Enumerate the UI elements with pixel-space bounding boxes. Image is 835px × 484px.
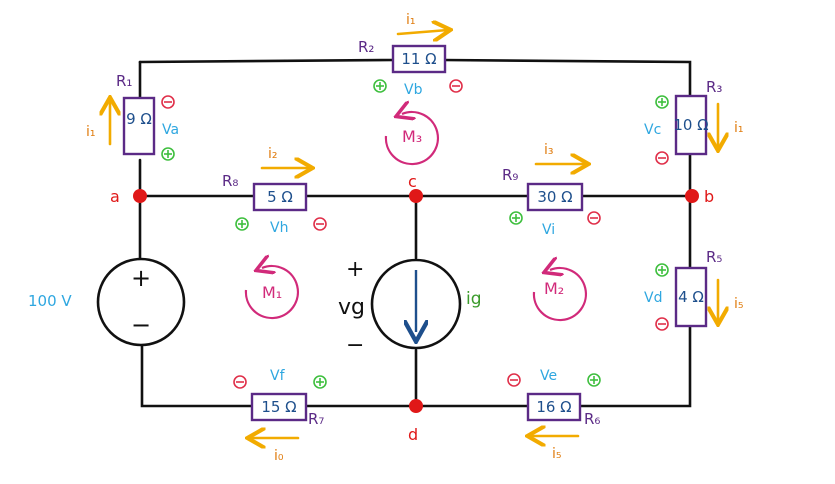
current-arrows: i₁ i₁ i₁ i₂ i₃ i₅ i₅ i₀ <box>86 12 744 464</box>
resistor-r6-value: 16 Ω <box>536 398 571 416</box>
resistor-r8-label: R₈ <box>222 172 238 190</box>
resistor-r5-value: 4 Ω <box>678 288 704 306</box>
voltage-vb: Vb <box>404 82 423 98</box>
resistor-r8-value: 5 Ω <box>267 188 293 206</box>
dependent-source-voltage-label: vg <box>338 295 365 320</box>
resistor-r9-value: 30 Ω <box>537 188 572 206</box>
resistor-r3-value: 10 Ω <box>673 116 708 134</box>
current-i1-left: i₁ <box>86 124 96 140</box>
voltage-vh: Vh <box>270 220 288 236</box>
resistor-r2-value: 11 Ω <box>401 50 436 68</box>
dependent-source-minus: − <box>346 333 364 358</box>
current-i2: i₂ <box>268 146 278 162</box>
resistor-r7-label: R₇ <box>308 410 324 428</box>
node-c <box>409 189 423 203</box>
dependent-source-current-label: ig <box>466 289 482 309</box>
source-label: 100 V <box>28 292 72 310</box>
current-i1-right: i₁ <box>734 120 744 136</box>
mesh-m3: M₃ <box>402 127 422 146</box>
node-label-b: b <box>704 187 714 206</box>
node-a <box>133 189 147 203</box>
resistor-r6-label: R₆ <box>584 410 600 428</box>
voltage-vi: Vi <box>542 222 555 238</box>
mesh-m1: M₁ <box>262 283 282 302</box>
resistor-r9: 30 Ω R₉ <box>502 166 584 212</box>
node-label-c: c <box>408 172 417 191</box>
dependent-source-plus: + <box>346 257 364 282</box>
resistor-r9-label: R₉ <box>502 166 518 184</box>
resistor-r1-label: R₁ <box>116 72 132 90</box>
current-source-ig: ig vg + − <box>338 257 482 358</box>
resistor-r2-label: R₂ <box>358 38 374 56</box>
node-b <box>685 189 699 203</box>
resistor-r5-label: R₅ <box>706 248 722 266</box>
resistor-r7: 15 Ω R₇ <box>250 392 324 428</box>
current-i3: i₃ <box>544 142 554 158</box>
resistor-r6: 16 Ω R₆ <box>526 392 600 428</box>
mesh-m2: M₂ <box>544 279 564 298</box>
resistor-r1-value: 9 Ω <box>126 110 152 128</box>
voltage-labels: Va Vb Vc Vd Ve Vf Vh Vi <box>161 79 669 389</box>
resistor-r7-value: 15 Ω <box>261 398 296 416</box>
resistor-r1: 9 Ω R₁ <box>116 72 156 156</box>
source-plus: + <box>131 264 151 292</box>
resistor-r3: 10 Ω R₃ <box>673 78 722 156</box>
current-i0: i₀ <box>274 448 284 464</box>
source-minus: − <box>131 311 151 339</box>
current-i1-top: i₁ <box>406 12 416 28</box>
voltage-va: Va <box>162 122 179 138</box>
node-label-a: a <box>110 187 120 206</box>
resistor-r8: 5 Ω R₈ <box>222 172 308 212</box>
voltage-source-100v: + − 100 V <box>28 257 186 347</box>
voltage-vd: Vd <box>644 290 662 306</box>
node-d <box>409 399 423 413</box>
node-label-d: d <box>408 425 418 444</box>
mesh-loops: M₁ M₂ M₃ <box>244 112 588 322</box>
current-i5-bottom: i₅ <box>552 446 562 462</box>
voltage-vc: Vc <box>644 122 661 138</box>
current-i5-right: i₅ <box>734 296 744 312</box>
voltage-ve: Ve <box>540 368 557 384</box>
voltage-vf: Vf <box>270 368 286 384</box>
resistor-r2: 11 Ω R₂ <box>358 38 447 74</box>
resistor-r3-label: R₃ <box>706 78 722 96</box>
resistor-r5: 4 Ω R₅ <box>674 248 722 328</box>
nodes: a c b d <box>110 172 714 444</box>
